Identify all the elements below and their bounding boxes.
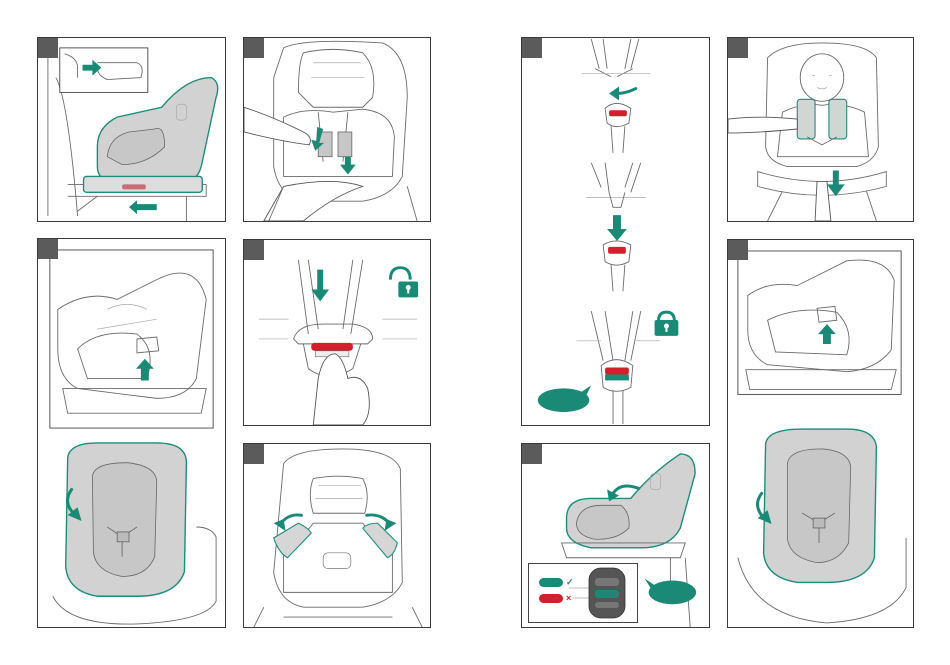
step-marker (244, 38, 264, 58)
illustration-seat-on-base (38, 38, 225, 221)
step-panel-5 (243, 443, 431, 628)
unlocked-padlock-icon (390, 268, 418, 298)
step-panel-3 (37, 238, 226, 628)
step-marker (244, 444, 264, 464)
audible-click-bubble (645, 579, 696, 605)
step-marker (244, 240, 264, 260)
illustration-child-harnessed (728, 38, 913, 221)
illustration-buckle-release (244, 240, 430, 425)
illustration-rotate-seat (38, 239, 225, 627)
step-panel-9 (727, 239, 914, 628)
step-marker (522, 444, 542, 464)
step-panel-2 (243, 37, 431, 222)
step-marker (728, 38, 748, 58)
illustration-harness-open (244, 38, 430, 221)
illustration-recline-rotate (728, 240, 913, 627)
step-marker (38, 38, 58, 58)
step-panel-1 (37, 37, 226, 222)
step-marker (38, 239, 58, 259)
step-marker (522, 38, 542, 58)
step-panel-7 (727, 37, 914, 222)
audible-click-bubble (538, 385, 591, 412)
illustration-buckle-sequence (522, 38, 709, 425)
illustration-shoulder-pads (244, 444, 430, 627)
locked-padlock-icon (655, 312, 679, 336)
indicator-window-graphic (529, 564, 637, 622)
step-panel-4 (243, 239, 431, 426)
step-panel-6 (521, 37, 710, 426)
rotation-indicator-inset: ✓ × (528, 563, 638, 623)
step-marker (728, 240, 748, 260)
